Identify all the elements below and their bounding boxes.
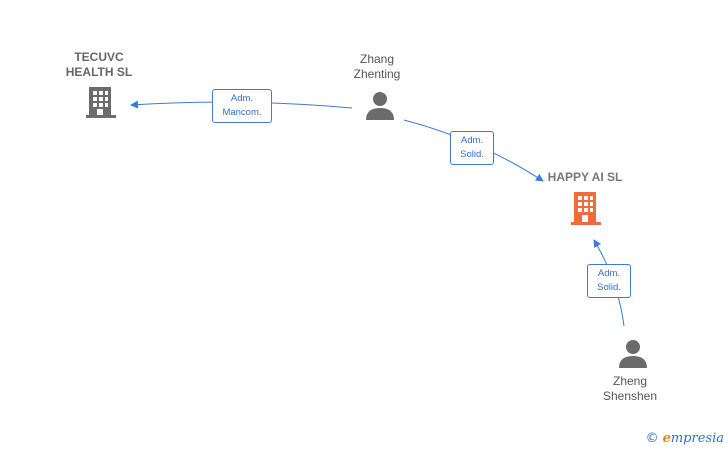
person-icon[interactable]: [364, 90, 396, 122]
empresia-logo: ©empresia: [645, 431, 724, 446]
node-label-zhang-zhenting[interactable]: Zhang Zhenting: [353, 52, 401, 81]
building-icon[interactable]: [569, 190, 603, 226]
node-label-happy-ai[interactable]: HAPPY AI SL: [547, 170, 623, 184]
copyright-icon: ©: [645, 431, 659, 446]
person-icon[interactable]: [617, 338, 649, 370]
node-label-tecuvc-health[interactable]: TECUVC HEALTH SL: [65, 50, 133, 79]
edge-label-adm-solid-zheng: Adm. Solid.: [587, 264, 631, 298]
edge-label-adm-mancom: Adm. Mancom.: [212, 89, 272, 123]
edge-label-adm-solid-zhang: Adm. Solid.: [450, 131, 494, 165]
building-icon[interactable]: [84, 85, 118, 119]
node-label-zheng-shenshen[interactable]: Zheng Shenshen: [602, 374, 658, 403]
